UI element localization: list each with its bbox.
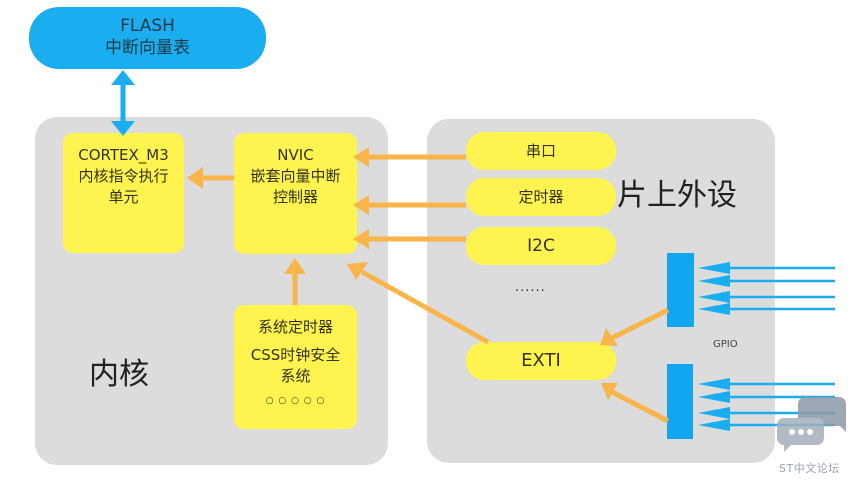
flash-cortex-arrow [111,70,135,136]
peripheral-ellipsis: ...... [515,280,546,295]
cortex-m3-box: CORTEX_M3 内核指令执行 单元 [63,133,184,253]
timer-to-nvic-arrow [353,195,466,215]
system-timer-box: 系统定时器 CSS时钟安全 系统 ○ ○ ○ ○ ○ [234,305,357,429]
systimer-line3: 系统 [280,367,311,385]
peripheral-label: 片上外设 [617,178,737,213]
i2c-to-nvic-arrow [353,229,466,249]
cortex-line3: 单元 [108,188,139,206]
systimer-ellipsis: ○ ○ ○ ○ ○ [265,396,326,406]
exti-to-nvic-arrow [347,262,490,345]
core-label: 内核 [89,357,149,392]
systimer-line2: CSS时钟安全 [250,346,341,364]
exti-pill: EXTI [466,342,616,380]
timer-label: 定时器 [518,188,564,206]
uart-pill: 串口 [466,132,616,170]
gpio-upper-inputs [698,262,835,315]
cortex-title: CORTEX_M3 [78,146,169,164]
gpio-upper-to-exti-arrow [600,307,670,346]
systimer-to-nvic-arrow [284,258,306,305]
peripheral-panel [427,119,775,463]
gpio-port-lower [667,364,693,439]
nvic-line3: 控制器 [272,188,318,206]
flash-title: FLASH [120,16,175,36]
flash-vector-table: FLASH 中断向量表 [29,7,266,69]
nvic-line2: 嵌套向量中断 [250,167,341,185]
uart-to-nvic-arrow [353,147,466,167]
systimer-line1: 系统定时器 [257,318,333,336]
chat-bubbles-icon [777,397,846,452]
exti-label: EXTI [521,350,561,371]
watermark-text: ST中文论坛 [779,462,840,475]
cortex-line2: 内核指令执行 [78,167,169,185]
gpio-label: GPIO [713,339,738,350]
flash-subtitle: 中断向量表 [105,38,190,58]
gpio-port-upper [667,253,694,327]
nvic-to-cortex-arrow [187,167,234,189]
timer-pill: 定时器 [466,178,616,216]
nvic-box: NVIC 嵌套向量中断 控制器 [234,133,357,254]
uart-label: 串口 [525,142,556,160]
i2c-pill: I2C [466,227,616,265]
gpio-lower-to-exti-arrow [601,383,670,424]
i2c-label: I2C [527,236,555,256]
nvic-title: NVIC [277,146,314,164]
